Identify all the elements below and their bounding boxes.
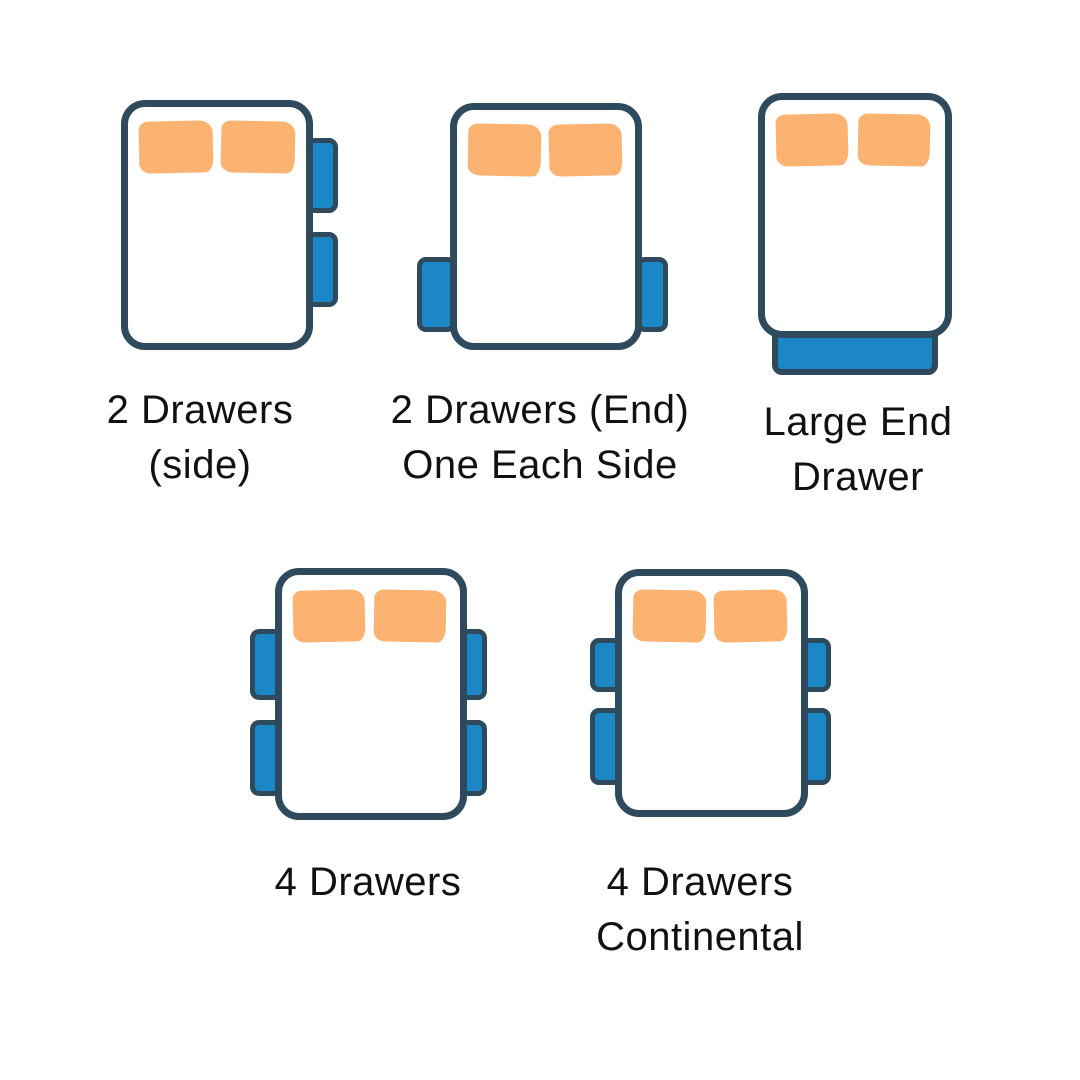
pillow-icon bbox=[292, 589, 366, 643]
bed-label-line: 4 Drawers bbox=[274, 860, 462, 904]
pillow-icon bbox=[138, 120, 214, 174]
pillow-icon bbox=[548, 123, 623, 177]
bed-label-line: (side) bbox=[148, 443, 252, 487]
pillow-icon bbox=[220, 120, 296, 174]
bed-label-line: 2 Drawers (End) bbox=[390, 388, 690, 432]
bed-label-line: Large End bbox=[763, 400, 953, 444]
pillow-icon bbox=[775, 113, 849, 167]
bed-label: Large End Drawer bbox=[738, 395, 978, 505]
bed-label-line: 2 Drawers bbox=[106, 388, 294, 432]
pillow-icon bbox=[857, 113, 931, 167]
drawer-icon bbox=[417, 257, 456, 332]
bed-label-line: Drawer bbox=[792, 455, 924, 499]
bed-label: 4 Drawers Continental bbox=[555, 855, 845, 965]
bed-label: 4 Drawers bbox=[248, 855, 488, 910]
pillow-icon bbox=[467, 123, 542, 177]
bed-label-line: Continental bbox=[596, 915, 804, 959]
bed-label-line: 4 Drawers bbox=[606, 860, 794, 904]
pillow-icon bbox=[373, 589, 447, 643]
bed-label: 2 Drawers (side) bbox=[60, 383, 340, 493]
pillow-icon bbox=[713, 589, 788, 643]
bed-label-line: One Each Side bbox=[402, 443, 678, 487]
bed-label: 2 Drawers (End) One Each Side bbox=[378, 383, 702, 493]
pillow-icon bbox=[632, 589, 707, 643]
